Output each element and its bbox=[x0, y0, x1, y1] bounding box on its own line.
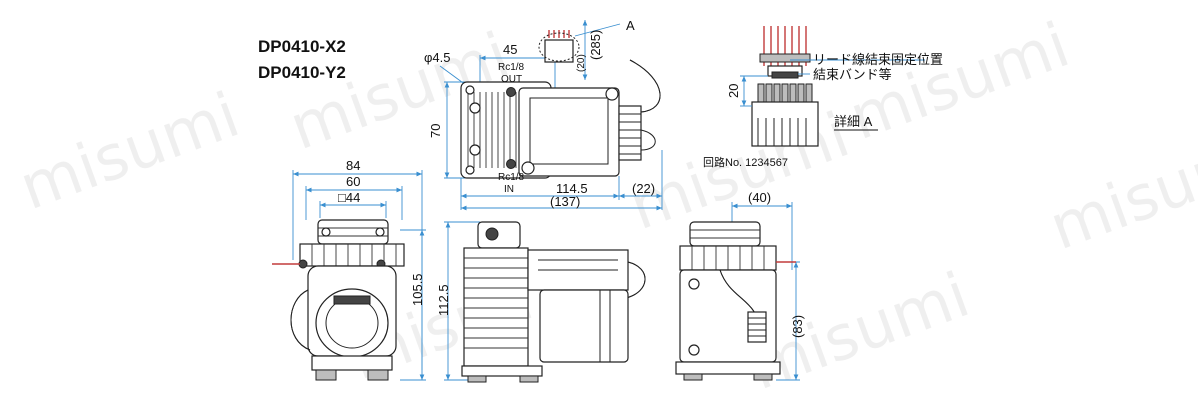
dim-60: 60 bbox=[346, 174, 360, 189]
dim-83: (83) bbox=[790, 315, 805, 338]
model-title-2: DP0410-Y2 bbox=[258, 63, 346, 82]
port-in-label: IN bbox=[504, 184, 514, 195]
port-out-label: OUT bbox=[501, 74, 522, 85]
detail-a-view: リード線結束固定位置 結束バンド等 20 詳細 A 回路No. 1234567 bbox=[703, 26, 943, 169]
dim-105-5: 105.5 bbox=[410, 273, 425, 306]
dim-20-small: (20) bbox=[576, 54, 587, 72]
dim-70: 70 bbox=[428, 124, 443, 138]
dim-114-5: 114.5 bbox=[556, 181, 588, 196]
circuit-numbers: 回路No. 1234567 bbox=[703, 156, 788, 169]
front-view: 84 60 □44 105.5 bbox=[272, 158, 426, 381]
watermark-text: misumi bbox=[10, 78, 248, 224]
model-title-1: DP0410-X2 bbox=[258, 37, 346, 56]
label-binding-band: 結束バンド等 bbox=[813, 67, 892, 82]
side-view: 112.5 bbox=[436, 221, 646, 383]
dim-84: 84 bbox=[346, 158, 360, 173]
inlet-port-icon bbox=[506, 159, 516, 169]
right-view: (40) (83) bbox=[675, 190, 805, 381]
dim-137: (137) bbox=[550, 194, 580, 209]
outlet-port-icon bbox=[506, 87, 516, 97]
detail-title: 詳細 A bbox=[834, 114, 873, 129]
terminal-pins bbox=[757, 83, 813, 103]
dim-22: (22) bbox=[632, 181, 655, 196]
callout-a: A bbox=[626, 18, 635, 33]
watermark-text: misumi bbox=[1040, 118, 1198, 264]
dim-20: 20 bbox=[726, 84, 741, 98]
top-view: 45 φ4.5 70 bbox=[424, 18, 663, 211]
port-out-size: Rc1/8 bbox=[498, 62, 525, 73]
dim-45: 45 bbox=[503, 42, 517, 57]
port-in-size: Rc1/8 bbox=[498, 172, 525, 183]
dim-112-5: 112.5 bbox=[436, 284, 451, 316]
dim-44: □44 bbox=[338, 190, 360, 205]
dim-285: (285) bbox=[588, 30, 603, 60]
label-lead-fix-position: リード線結束固定位置 bbox=[813, 52, 943, 67]
dim-phi: φ4.5 bbox=[424, 50, 451, 65]
dim-40: (40) bbox=[748, 190, 771, 205]
